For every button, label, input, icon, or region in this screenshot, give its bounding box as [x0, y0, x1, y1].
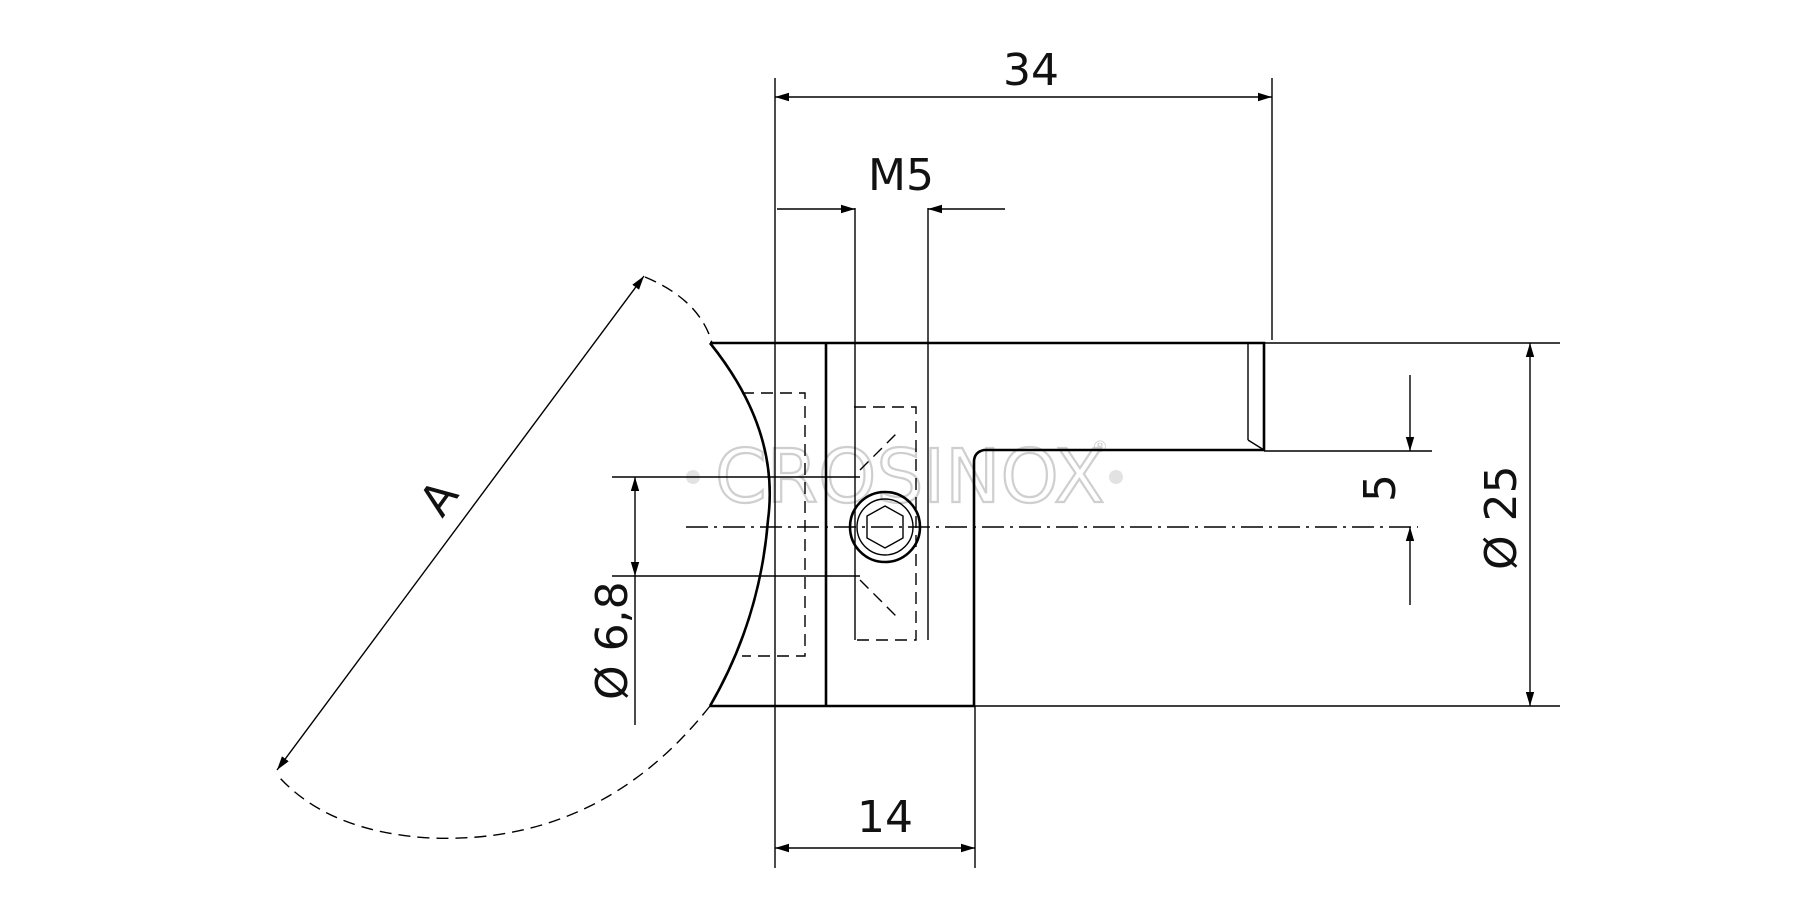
radius-feature: A: [276, 275, 713, 840]
radius-dimension-label: A: [410, 471, 469, 525]
hidden-bore-outline: [742, 392, 806, 657]
radius-dimension-line: [276, 275, 645, 771]
outer-diameter-label: Ø 25: [1476, 465, 1527, 570]
hidden-thread-chamfer-bottom: [859, 579, 901, 621]
bore-diameter-label: Ø 6,8: [587, 581, 638, 700]
hidden-thread-outline: [854, 406, 917, 641]
clamp-width-label: 14: [857, 792, 913, 843]
hex-socket-icon: [866, 505, 904, 549]
part-curved-face: [708, 342, 772, 707]
dimension-clamp-width: 14: [775, 706, 976, 868]
overall-length-label: 34: [1003, 45, 1059, 96]
part-body-outline: [710, 341, 1266, 708]
radius-arc-top: [644, 276, 713, 344]
hidden-thread-chamfer-top: [859, 429, 901, 471]
dimension-bore-diameter: Ø 6,8: [587, 476, 860, 725]
dimension-thread: M5: [777, 150, 1005, 640]
part-outline: [708, 341, 1266, 708]
hidden-lines: [742, 392, 917, 657]
watermark-registered-mark: ®: [1092, 437, 1108, 456]
dimension-bore-offset: 5: [1264, 375, 1432, 605]
dimension-overall-length: 34: [774, 45, 1273, 868]
radius-arc-bottom: [279, 705, 711, 840]
thread-label: M5: [868, 150, 934, 201]
tang-chamfer-line: [1247, 439, 1265, 451]
offset-label: 5: [1355, 474, 1406, 502]
watermark-dot-right: [1109, 470, 1123, 484]
dimension-outer-diameter: Ø 25: [974, 342, 1560, 707]
